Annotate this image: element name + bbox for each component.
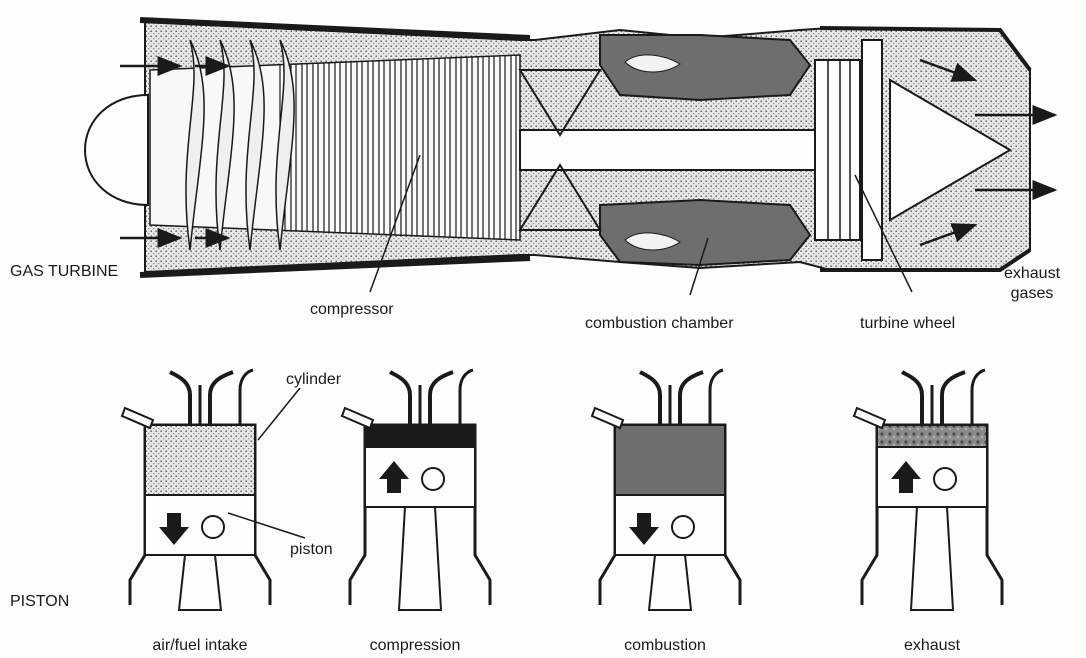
spark-plug-icon [342,408,373,428]
compressor-blade [478,57,483,239]
cylinder-charge [615,425,725,495]
cylinder-charge [145,425,255,495]
stroke-caption-compression: compression [335,636,495,656]
valve-stem [670,370,723,425]
exhaust-gases-label: exhaust gases [1000,264,1064,304]
compressor-blade [324,63,329,232]
piston-label: piston [290,540,333,560]
turbine-shaft [520,130,820,170]
connecting-rod [399,507,441,610]
compressor-blade [467,57,472,238]
wrist-pin [934,468,956,490]
cylinder-charge [877,425,987,447]
combustion-chamber-upper [600,35,810,100]
piston-stroke-3 [592,370,740,610]
exhaust-gases-label-line1: exhaust [1000,264,1064,284]
spark-plug-icon [592,408,623,428]
cylinder-label: cylinder [286,370,341,390]
compressor-blade [456,58,461,238]
piston-stroke-4 [854,370,1002,610]
compressor-blade [401,60,406,235]
combustion-chamber-label: combustion chamber [585,314,734,334]
compressor-blade [423,59,428,236]
wrist-pin [202,516,224,538]
compressor-blade [313,63,318,231]
piston-stroke-1 [122,370,270,610]
piston-head [145,495,255,555]
cylinder-charge [365,425,475,447]
spark-plug-icon [854,408,885,428]
piston-stroke-2 [342,370,490,610]
valve-stem [200,370,253,425]
gas-turbine-title: GAS TURBINE [10,262,118,282]
compressor-blade [357,62,362,234]
compressor-blade [335,63,340,233]
valve-stem [932,370,985,425]
wrist-pin [672,516,694,538]
compressor-blade [434,58,439,236]
compressor-blade [412,59,417,235]
compressor-blade [445,58,450,237]
compressor-blade [489,56,494,238]
connecting-rod [649,555,691,610]
compressor-blade [302,64,307,231]
exhaust-gases-label-line2: gases [1000,284,1064,304]
gas-turbine-engine [85,20,1055,295]
stroke-caption-combustion: combustion [585,636,745,656]
wrist-pin [422,468,444,490]
turbine-wheel [815,40,882,260]
compressor-blade [346,62,351,233]
spark-plug-icon [122,408,153,428]
nose-cone [85,95,148,205]
piston-strokes [122,370,1002,610]
turbine-wheel-label: turbine wheel [860,314,955,334]
compressor-blade [390,60,395,234]
stroke-caption-exhaust: exhaust [852,636,1012,656]
compressor-blade [368,61,373,234]
compressor-blade [379,61,384,235]
connecting-rod [179,555,221,610]
connecting-rod [911,507,953,610]
combustion-chamber-lower [600,200,810,265]
compressor-label: compressor [310,300,394,320]
valve-stem [420,370,473,425]
stroke-caption-intake: air/fuel intake [120,636,280,656]
piston-head [615,495,725,555]
compressor-blade [500,56,505,239]
piston-title: PISTON [10,592,69,612]
compressor-blade [511,55,516,239]
